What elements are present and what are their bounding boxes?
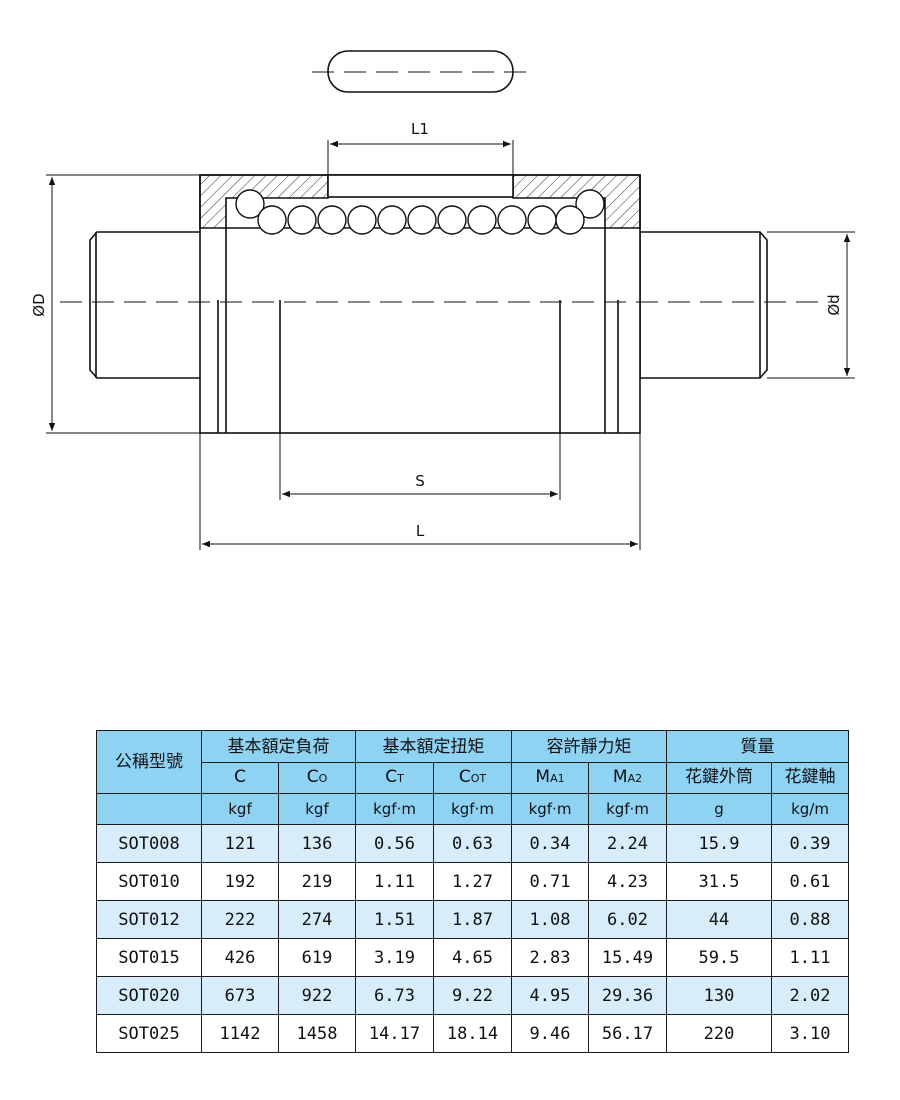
- value-cell: 274: [278, 900, 356, 939]
- value-cell: 1.27: [433, 862, 512, 901]
- value-cell: 14.17: [355, 1014, 434, 1053]
- value-cell: 130: [666, 976, 772, 1015]
- value-cell: 56.17: [588, 1014, 667, 1053]
- value-cell: 220: [666, 1014, 772, 1053]
- value-cell: 9.22: [433, 976, 512, 1015]
- model-cell: SOT008: [96, 824, 202, 863]
- value-cell: 1.11: [355, 862, 434, 901]
- model-cell: SOT010: [96, 862, 202, 901]
- header-col-shaft-mass: 花鍵軸: [771, 762, 849, 794]
- unit-cell: kgf·m: [355, 793, 434, 825]
- value-cell: 4.65: [433, 938, 512, 977]
- value-cell: 1.87: [433, 900, 512, 939]
- value-cell: 222: [201, 900, 279, 939]
- dimension-label-S: S: [415, 472, 425, 490]
- unit-cell: kgf: [201, 793, 279, 825]
- value-cell: 31.5: [666, 862, 772, 901]
- model-cell: SOT012: [96, 900, 202, 939]
- dimension-label-L: L: [416, 522, 425, 540]
- value-cell: 6.73: [355, 976, 434, 1015]
- value-cell: 192: [201, 862, 279, 901]
- unit-cell: kgf·m: [588, 793, 667, 825]
- ball-spline-drawing: L1: [30, 50, 855, 550]
- header-col-cot: COT: [433, 762, 512, 794]
- value-cell: 4.95: [511, 976, 589, 1015]
- value-cell: 1.11: [771, 938, 849, 977]
- value-cell: 0.88: [771, 900, 849, 939]
- dimension-label-d: Ød: [825, 294, 843, 315]
- header-unit-spacer: [96, 793, 202, 825]
- value-cell: 1458: [278, 1014, 356, 1053]
- value-cell: 1142: [201, 1014, 279, 1053]
- value-cell: 2.02: [771, 976, 849, 1015]
- dimension-label-D: ØD: [30, 293, 48, 316]
- value-cell: 18.14: [433, 1014, 512, 1053]
- value-cell: 1.08: [511, 900, 589, 939]
- value-cell: 1.51: [355, 900, 434, 939]
- value-cell: 136: [278, 824, 356, 863]
- header-model: 公稱型號: [96, 730, 202, 794]
- value-cell: 0.61: [771, 862, 849, 901]
- unit-cell: kgf: [278, 793, 356, 825]
- specification-table: 公稱型號 基本額定負荷 基本額定扭矩 容許靜力矩 質量 C CO CT COT …: [96, 730, 849, 1053]
- value-cell: 121: [201, 824, 279, 863]
- unit-cell: g: [666, 793, 772, 825]
- value-cell: 619: [278, 938, 356, 977]
- value-cell: 0.56: [355, 824, 434, 863]
- unit-cell: kg/m: [771, 793, 849, 825]
- dimension-d: [767, 231, 855, 379]
- value-cell: 0.71: [511, 862, 589, 901]
- value-cell: 0.63: [433, 824, 512, 863]
- value-cell: 426: [201, 938, 279, 977]
- header-group-load: 基本額定負荷: [201, 730, 356, 763]
- header-col-c: C: [201, 762, 279, 794]
- value-cell: 0.34: [511, 824, 589, 863]
- model-cell: SOT020: [96, 976, 202, 1015]
- value-cell: 6.02: [588, 900, 667, 939]
- header-group-torque: 基本額定扭矩: [355, 730, 512, 763]
- value-cell: 2.83: [511, 938, 589, 977]
- header-group-mass: 質量: [666, 730, 849, 763]
- value-cell: 9.46: [511, 1014, 589, 1053]
- value-cell: 922: [278, 976, 356, 1015]
- value-cell: 2.24: [588, 824, 667, 863]
- header-col-nut-mass: 花鍵外筒: [666, 762, 772, 794]
- model-cell: SOT025: [96, 1014, 202, 1053]
- value-cell: 3.19: [355, 938, 434, 977]
- value-cell: 15.9: [666, 824, 772, 863]
- dimension-S: [279, 433, 561, 500]
- value-cell: 4.23: [588, 862, 667, 901]
- value-cell: 673: [201, 976, 279, 1015]
- dimension-label-L1: L1: [411, 120, 429, 138]
- value-cell: 0.39: [771, 824, 849, 863]
- model-cell: SOT015: [96, 938, 202, 977]
- value-cell: 3.10: [771, 1014, 849, 1053]
- value-cell: 44: [666, 900, 772, 939]
- header-col-co: CO: [278, 762, 356, 794]
- header-col-ct: CT: [355, 762, 434, 794]
- dimension-D: [46, 174, 200, 434]
- header-col-ma1: MA1: [511, 762, 589, 794]
- value-cell: 219: [278, 862, 356, 901]
- value-cell: 59.5: [666, 938, 772, 977]
- spline-shaft: [89, 231, 768, 379]
- dimension-L: [199, 433, 641, 550]
- unit-cell: kgf·m: [433, 793, 512, 825]
- header-col-ma2: MA2: [588, 762, 667, 794]
- header-group-moment: 容許靜力矩: [511, 730, 667, 763]
- unit-cell: kgf·m: [511, 793, 589, 825]
- value-cell: 15.49: [588, 938, 667, 977]
- value-cell: 29.36: [588, 976, 667, 1015]
- steel-balls: [235, 189, 605, 235]
